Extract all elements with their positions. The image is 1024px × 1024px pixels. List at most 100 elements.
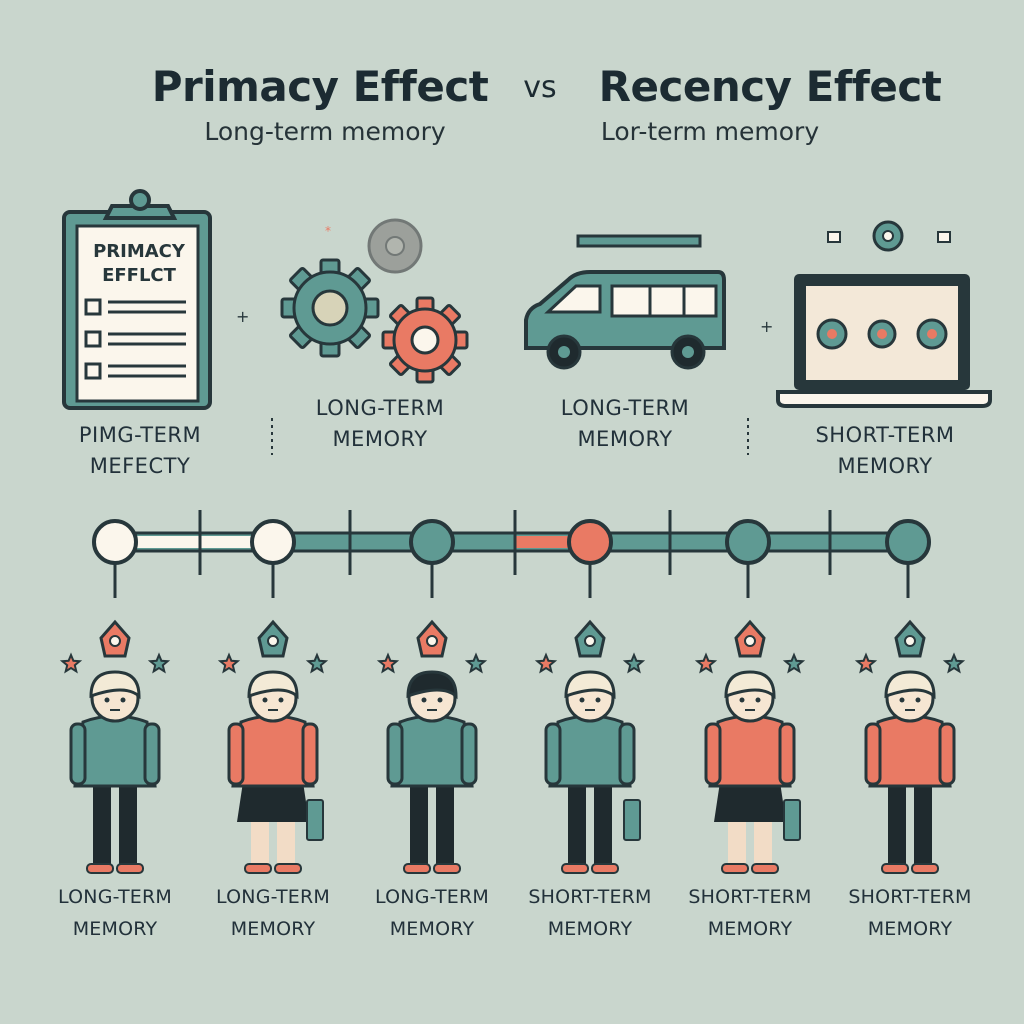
person-eye: [278, 697, 284, 703]
icon-label-line1: LONG-TERM: [560, 396, 690, 420]
person-leg-skin: [728, 822, 746, 868]
vs-text: vs: [523, 70, 557, 105]
person-eye: [915, 697, 921, 703]
person-shoe: [274, 863, 302, 874]
clipboard-text: PRIMACY EFFLCT: [80, 240, 198, 288]
person-label-3: SHORT-TERM MEMORY: [510, 881, 670, 945]
person-leg-skin: [251, 822, 269, 868]
person-label-line1: SHORT-TERM: [528, 886, 652, 908]
person-arm: [301, 722, 319, 786]
bag-icon: [783, 799, 801, 841]
timeline-ticks: [198, 510, 832, 575]
person-arm: [938, 722, 956, 786]
thought-badge-center: [904, 635, 916, 647]
person-hair: [247, 670, 299, 700]
icon-label-2: LONG-TERM MEMORY: [525, 393, 725, 455]
person-label-line1: LONG-TERM: [375, 886, 489, 908]
person-hair: [724, 670, 776, 700]
person-label-line2: MEMORY: [389, 918, 475, 940]
person-label-5: SHORT-TERM MEMORY: [830, 881, 990, 945]
thought-badge-center: [426, 635, 438, 647]
person-5: [854, 619, 966, 874]
person-shoe: [433, 863, 461, 874]
person-eye: [262, 697, 268, 703]
person-leg: [568, 782, 586, 868]
person-leg: [436, 782, 454, 868]
timeline-nodes: [92, 519, 931, 598]
person-shoe: [881, 863, 909, 874]
star-icon: [305, 652, 329, 674]
person-leg: [410, 782, 428, 868]
person-eye: [104, 697, 110, 703]
timeline-node-5: [885, 519, 931, 565]
star-icon: [534, 652, 558, 674]
primacy-title: Primacy Effect: [151, 62, 489, 111]
timeline-node-2: [409, 519, 455, 565]
person-arm: [227, 722, 245, 786]
person-hair: [884, 670, 936, 700]
primacy-subtitle: Long-term memory: [204, 117, 446, 146]
person-label-1: LONG-TERM MEMORY: [193, 881, 353, 945]
person-label-line2: MEMORY: [867, 918, 953, 940]
person-shirt: [868, 714, 952, 788]
van-icon: [524, 234, 726, 370]
star-icon: [782, 652, 806, 674]
svg-text:*: *: [325, 224, 331, 238]
laptop-icon: [776, 220, 992, 408]
person-3: [534, 619, 646, 874]
person-leg: [594, 782, 612, 868]
person-skirt: [714, 782, 786, 822]
person-4: [694, 619, 806, 874]
bag-icon: [306, 799, 324, 841]
person-shirt: [708, 714, 792, 788]
icon-label-line1: SHORT-TERM: [815, 423, 955, 447]
star-icon: [942, 652, 966, 674]
person-label-2: LONG-TERM MEMORY: [352, 881, 512, 945]
thought-badge-center: [584, 635, 596, 647]
person-hair: [406, 670, 458, 700]
person-label-line1: LONG-TERM: [216, 886, 330, 908]
icon-label-0: PIMG-TERM MEFECTY: [50, 420, 230, 482]
star-icon: [147, 652, 171, 674]
person-shoe: [86, 863, 114, 874]
person-arm: [618, 722, 636, 786]
person-arm: [544, 722, 562, 786]
person-shirt: [73, 714, 157, 788]
person-eye: [739, 697, 745, 703]
person-leg: [888, 782, 906, 868]
person-eye: [120, 697, 126, 703]
person-shirt: [548, 714, 632, 788]
star-icon: [217, 652, 241, 674]
icon-label-3: SHORT-TERM MEMORY: [780, 420, 990, 482]
star-icon: [464, 652, 488, 674]
star-icon: [854, 652, 878, 674]
person-arm: [864, 722, 882, 786]
person-shoe: [403, 863, 431, 874]
person-arm: [704, 722, 722, 786]
person-eye: [755, 697, 761, 703]
person-leg: [119, 782, 137, 868]
person-eye: [437, 697, 443, 703]
person-label-line2: MEMORY: [547, 918, 633, 940]
timeline-node-1: [250, 519, 296, 565]
person-label-line2: MEMORY: [230, 918, 316, 940]
thought-badge-center: [267, 635, 279, 647]
person-hair: [89, 670, 141, 700]
person-eye: [595, 697, 601, 703]
person-2: [376, 619, 488, 874]
plus-mark: +: [760, 317, 773, 336]
icon-label-line2: MEMORY: [837, 454, 933, 478]
timeline-node-4: [725, 519, 771, 565]
icon-label-line1: PIMG-TERM: [78, 423, 202, 447]
recency-subtitle: Lor-term memory: [600, 117, 820, 146]
star-icon: [59, 652, 83, 674]
person-arm: [460, 722, 478, 786]
person-1: [217, 619, 329, 874]
person-label-line1: SHORT-TERM: [848, 886, 972, 908]
person-label-line2: MEMORY: [72, 918, 158, 940]
